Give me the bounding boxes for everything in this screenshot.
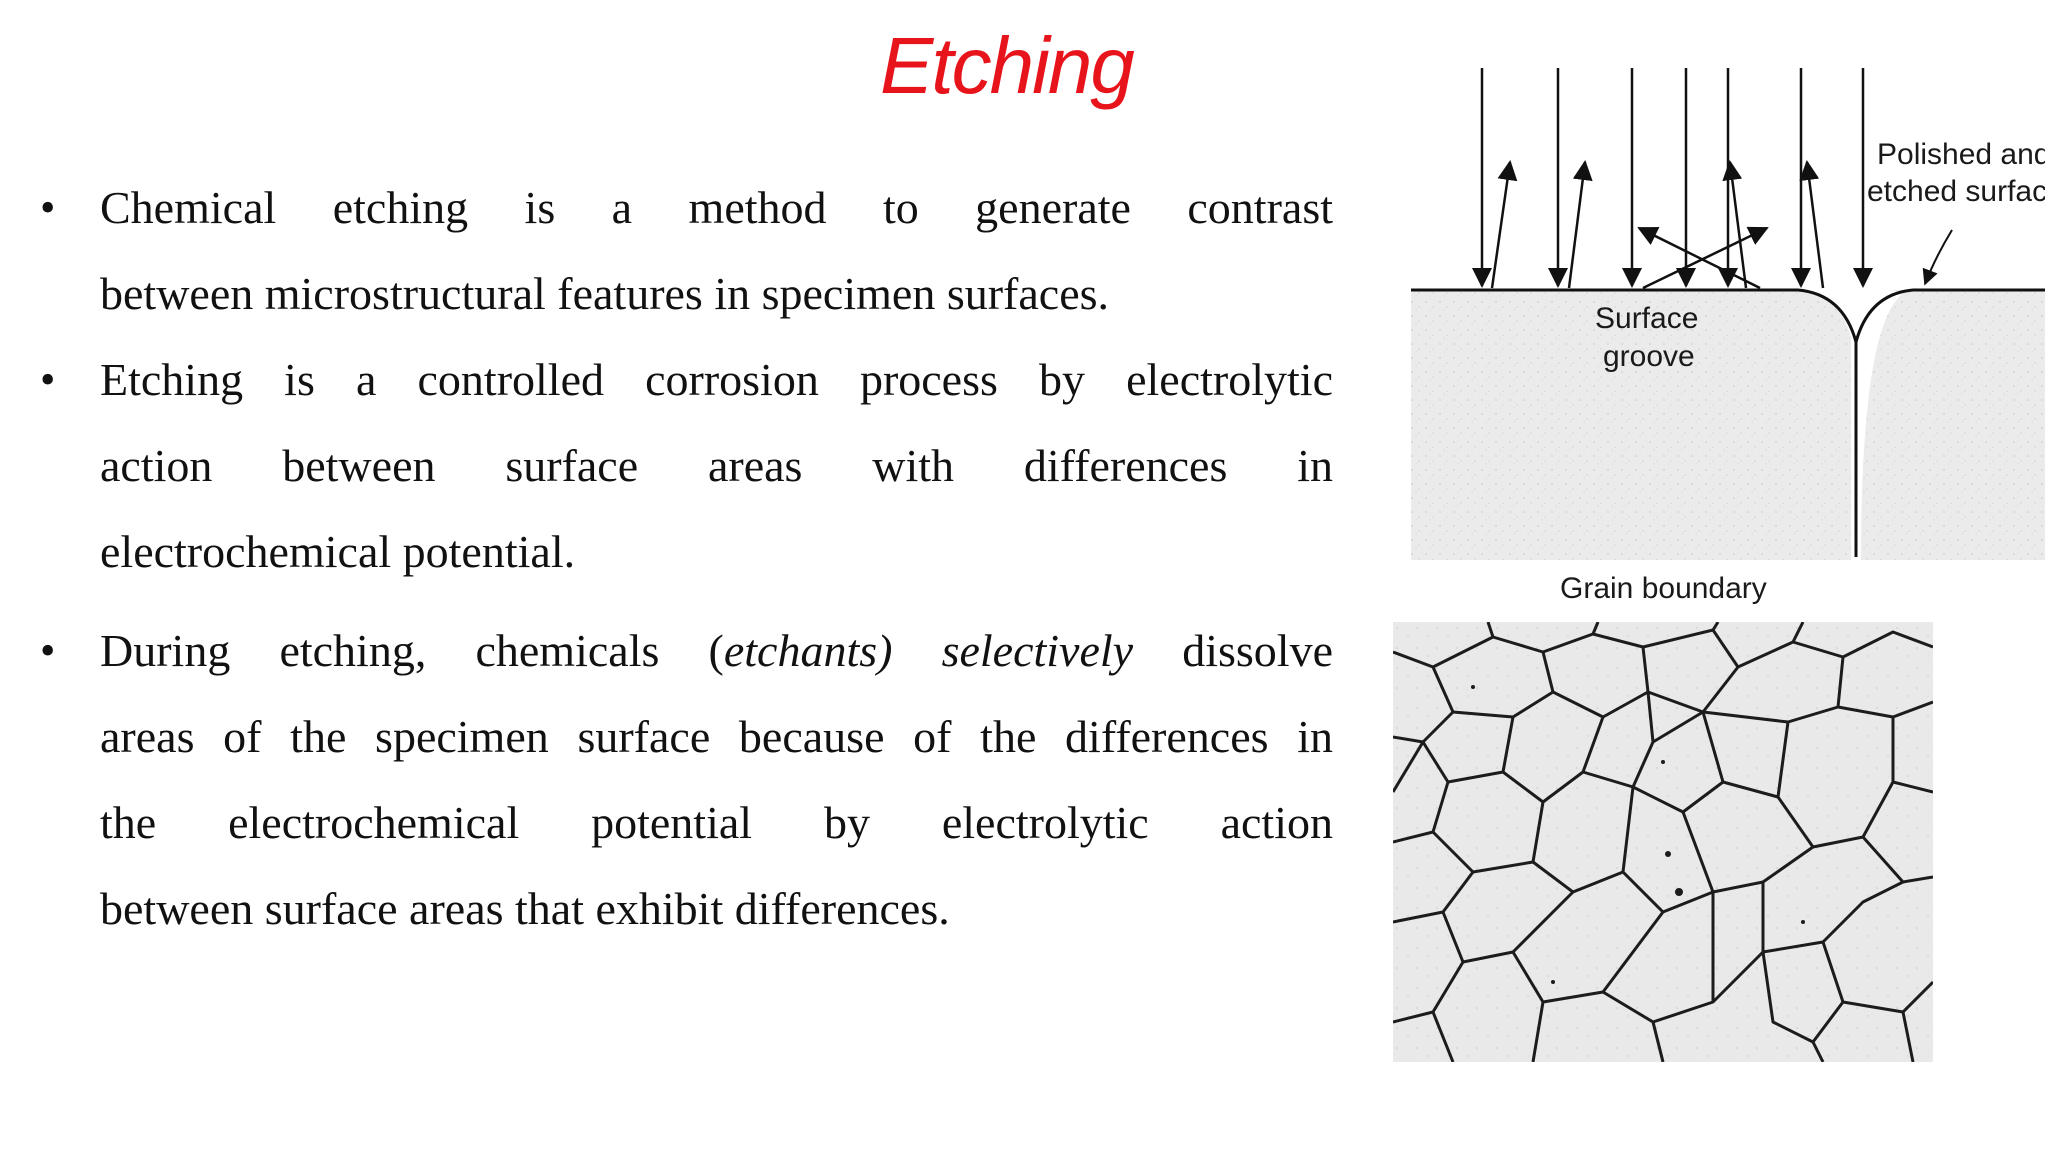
bullet-line: Etching is a controlled corrosion proces… [100, 354, 1333, 405]
polished-surface-pointer [1922, 229, 1953, 286]
grain-micrograph [1393, 622, 1933, 1062]
incident-rays [1472, 68, 1873, 288]
bullet-line: areas of the specimen surface because of… [100, 711, 1333, 762]
bullet-line: Chemical etching is a method to generate… [100, 182, 1333, 233]
bullet-line: the electrochemical potential by electro… [100, 797, 1333, 848]
reflected-rays [1490, 160, 1825, 290]
label-surface-groove-line1: Surface [1595, 302, 1698, 335]
bullet-line: between surface areas that exhibit diffe… [100, 883, 950, 934]
bullet-marker: • [40, 626, 56, 675]
micrograph-specks [1471, 685, 1805, 984]
bullet-line: action between surface areas with differ… [100, 440, 1333, 491]
bullet-marker: • [40, 183, 56, 232]
slide-title: Etching [880, 21, 1135, 110]
bullet-line: electrochemical potential. [100, 526, 576, 577]
label-polished-line1: Polished and [1877, 138, 2045, 171]
bullet-line: between microstructural features in spec… [100, 268, 1110, 319]
label-polished-line2: etched surface [1867, 175, 2045, 208]
label-grain-boundary: Grain boundary [1560, 572, 1767, 605]
bullet-text: During etching, chemicals ( [100, 625, 724, 676]
label-surface-groove-line2: groove [1603, 340, 1695, 373]
etched-surface-diagram: Polished and etched surface Surface groo… [1411, 68, 2045, 605]
bullet-text-italic: etchants) selectively [723, 625, 1134, 676]
grain-boundaries [1393, 622, 1933, 1062]
specimen-body [1411, 290, 2045, 560]
bullet-text: dissolve [1133, 625, 1333, 676]
bullet-line: During etching, chemicals (etchants) sel… [100, 608, 1333, 694]
bullet-marker: • [40, 355, 56, 404]
